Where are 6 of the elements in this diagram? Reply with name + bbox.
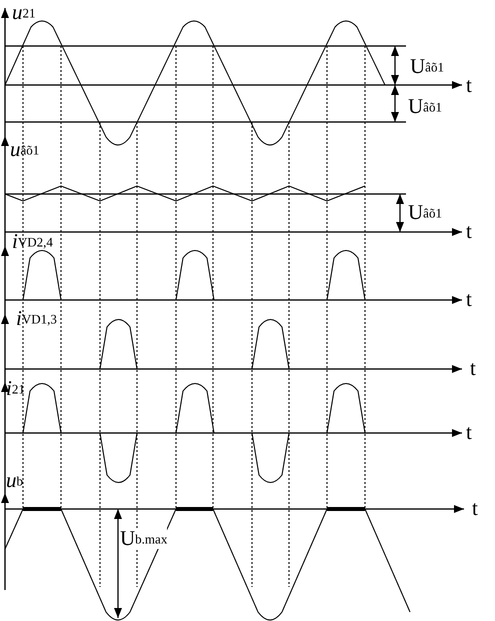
axis-label: t bbox=[466, 289, 472, 310]
axis-label: t bbox=[470, 358, 476, 379]
axis-label: t bbox=[466, 75, 472, 96]
axis-label: t bbox=[472, 498, 478, 519]
axis-label: t bbox=[466, 221, 472, 242]
axis-label: t bbox=[466, 422, 472, 443]
